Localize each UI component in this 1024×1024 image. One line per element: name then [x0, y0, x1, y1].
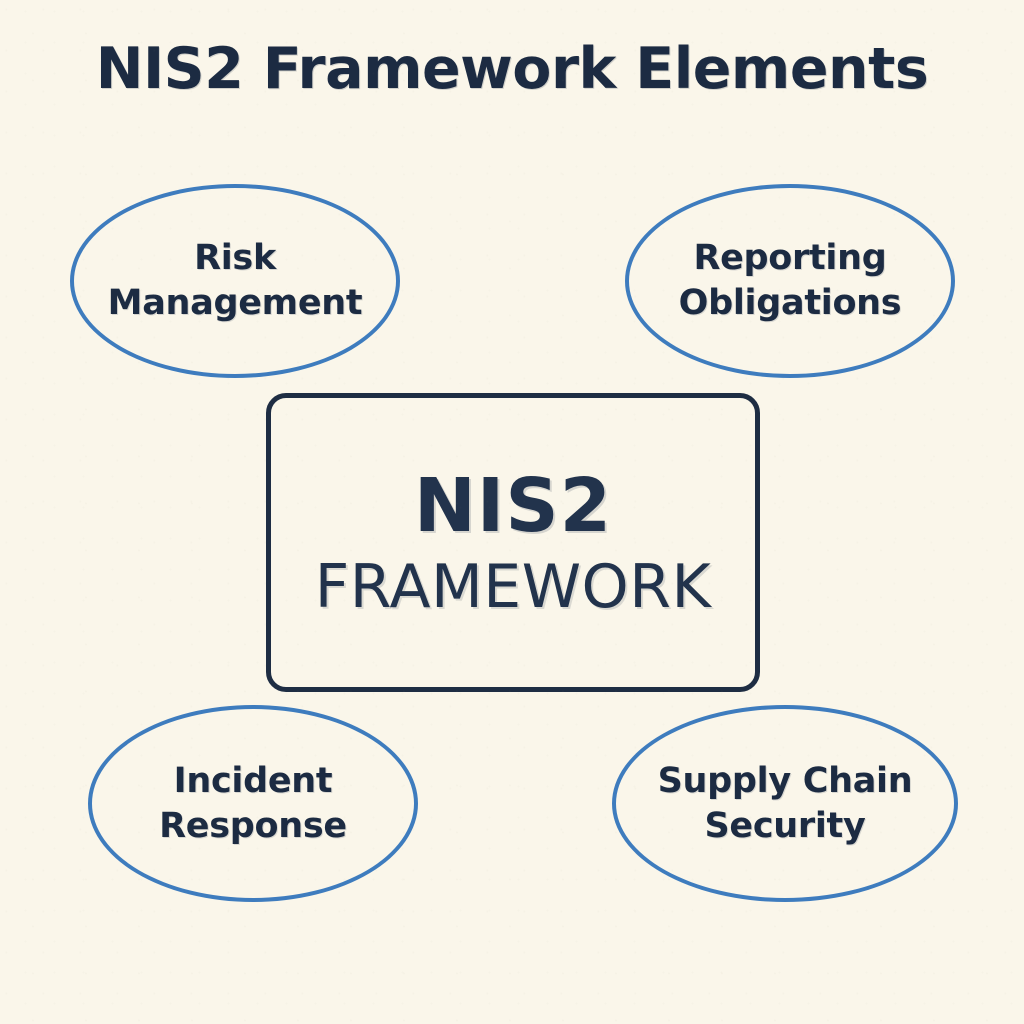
node-risk-management-line2: Management: [107, 283, 363, 323]
node-risk-management-label: Risk Management: [90, 236, 381, 326]
node-risk-management-line1: Risk: [194, 238, 276, 279]
node-supply-chain-security-label: Supply Chain Security: [640, 759, 931, 849]
node-reporting-obligations-line2: Obligations: [678, 283, 902, 323]
node-reporting-obligations-label: Reporting Obligations: [661, 236, 920, 326]
node-incident-response-line2: Response: [159, 805, 347, 846]
center-secondary-label: FRAMEWORK: [314, 551, 712, 622]
node-incident-response-line1: Incident: [173, 760, 333, 801]
node-supply-chain-security-line1: Supply Chain: [657, 760, 913, 801]
node-reporting-obligations-line1: Reporting: [693, 238, 887, 279]
page-title: NIS2 Framework Elements: [95, 36, 929, 102]
node-supply-chain-security[interactable]: Supply Chain Security: [612, 705, 958, 902]
node-incident-response[interactable]: Incident Response: [88, 705, 418, 902]
node-reporting-obligations[interactable]: Reporting Obligations: [625, 184, 955, 378]
node-supply-chain-security-line2: Security: [704, 805, 866, 846]
node-risk-management[interactable]: Risk Management: [70, 184, 400, 378]
node-incident-response-label: Incident Response: [141, 759, 365, 849]
center-framework-box[interactable]: NIS2 FRAMEWORK: [266, 393, 760, 692]
center-primary-label: NIS2: [413, 462, 613, 549]
